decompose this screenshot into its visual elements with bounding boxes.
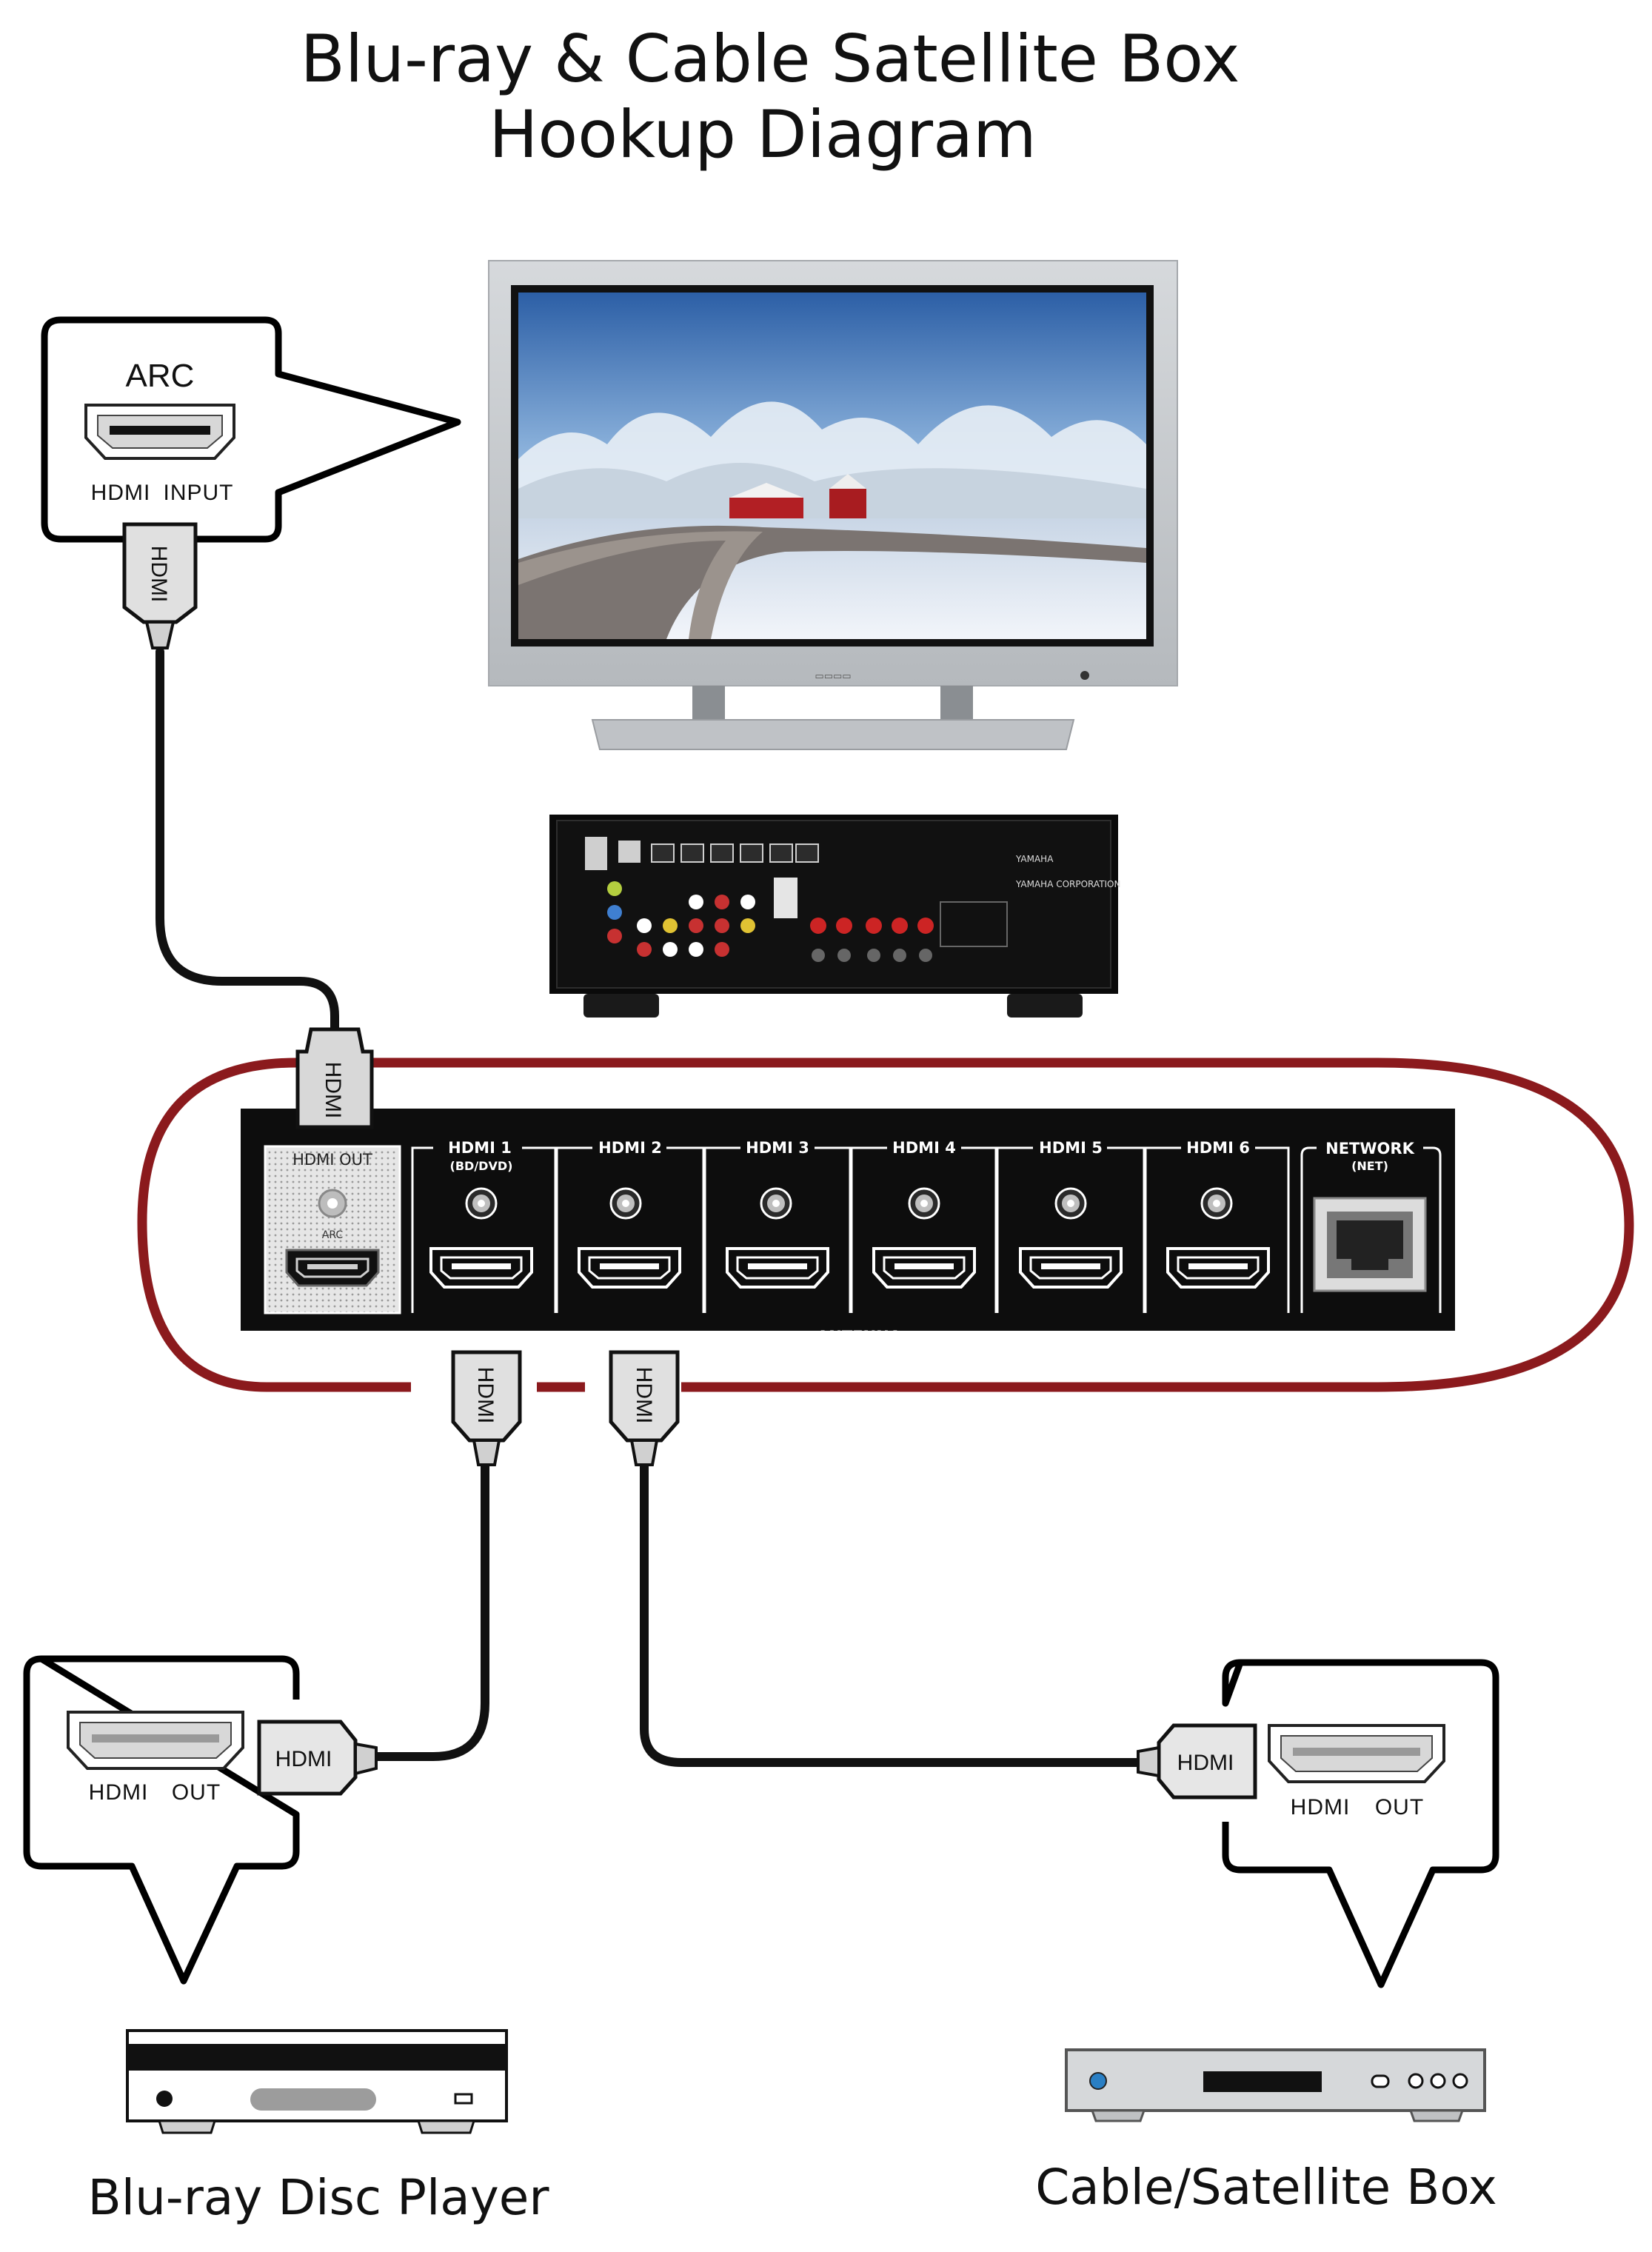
antenna-label: ANTENNA — [817, 1328, 902, 1346]
network-sub-label: (NET) — [1351, 1159, 1388, 1173]
hdmi-plug-satellite-receiver-label: HDMI — [632, 1367, 656, 1424]
hdmi-out-label: HDMI OUT — [292, 1151, 372, 1169]
satellite-callout-bubble — [1222, 1659, 1499, 1988]
satellite-out-label: OUT — [1375, 1795, 1424, 1820]
receiver-corporation: YAMAHA CORPORATION — [1015, 879, 1120, 889]
hdmi-plug-satellite-label: HDMI — [1177, 1751, 1234, 1775]
receiver-rca-jacks — [607, 881, 755, 957]
hdmi-plug-tv: HDMI — [122, 522, 198, 649]
hdmi-input-port-1: HDMI 1 (BD/DVD) — [411, 1139, 557, 1313]
satellite-hdmi-label: HDMI — [1291, 1795, 1351, 1820]
bluray-player — [126, 2029, 508, 2134]
hdmi-port-1-label: HDMI 1 — [448, 1139, 512, 1157]
hdmi-cables — [155, 647, 1151, 1767]
hdmi-input-port-5: HDMI 5 — [996, 1139, 1146, 1313]
bluray-out-label: OUT — [172, 1780, 221, 1805]
title-line-1: Blu-ray & Cable Satellite Box — [301, 21, 1240, 97]
hdmi-plug-tv-label: HDMI — [147, 546, 171, 603]
hdmi-input-port-6: HDMI 6 — [1144, 1139, 1290, 1313]
receiver-brand: YAMAHA — [1015, 854, 1054, 864]
tv-hdmi-port-icon — [84, 404, 235, 460]
hdmi-input-port-4: HDMI 4 — [850, 1139, 997, 1313]
hdmi-plug-receiver-out: HDMI — [295, 1027, 374, 1129]
hdmi-port-2-label: HDMI 2 — [598, 1139, 662, 1157]
receiver-hdmi-row — [651, 843, 819, 863]
cable-receiver-to-bluray — [366, 1462, 489, 1761]
hdmi-port-5-label: HDMI 5 — [1039, 1139, 1103, 1157]
cable-tv-to-receiver — [155, 647, 339, 1038]
bluray-disc-tray — [250, 2088, 376, 2111]
satellite-hdmi-out-callout: HDMI OUT — [1222, 1659, 1499, 1988]
satellite-hdmi-port-icon — [1268, 1724, 1445, 1783]
bluray-callout-bubble — [23, 1655, 300, 1985]
bluray-hdmi-out-callout: HDMI OUT — [23, 1655, 300, 1985]
bluray-caption: Blu-ray Disc Player — [87, 2169, 549, 2226]
hdmi-plug-receiver-in-bluray: HDMI — [451, 1350, 522, 1466]
hdmi-plug-receiver-out-label: HDMI — [321, 1062, 345, 1119]
tv-hdmi-input-callout: ARC HDMI INPUT — [41, 316, 461, 543]
hdmi-plug-satellite: HDMI — [1137, 1723, 1257, 1800]
television: ▭▭▭▭ — [488, 260, 1178, 750]
highlight-ring — [137, 1057, 1634, 1392]
tv-input-label: INPUT — [164, 481, 234, 505]
satellite-caption: Cable/Satellite Box — [1035, 2159, 1497, 2216]
network-label: NETWORK — [1325, 1140, 1414, 1157]
highlight-ring-arc — [137, 1057, 1634, 1392]
cable-receiver-to-satellite — [640, 1462, 1151, 1767]
satellite-display — [1203, 2071, 1322, 2092]
tv-callout-bubble — [41, 316, 461, 543]
hdmi-port-6-label: HDMI 6 — [1186, 1139, 1250, 1157]
bluray-hdmi-label: HDMI — [89, 1780, 149, 1805]
av-receiver-back: YAMAHA YAMAHA CORPORATION — [549, 815, 1120, 1018]
hdmi-plug-bluray-label: HDMI — [275, 1747, 332, 1771]
title-line-2: Hookup Diagram — [489, 96, 1037, 173]
bluray-power-button — [156, 2091, 173, 2107]
hdmi-port-4-label: HDMI 4 — [892, 1139, 956, 1157]
receiver-hdmi-panel: HDMI OUT ARC HDMI 1 (BD/DVD) HDMI 2 — [241, 1109, 1455, 1346]
tv-arc-label: ARC — [126, 358, 195, 394]
speaker-terminals — [810, 918, 934, 962]
tv-screen-image — [518, 293, 1146, 639]
network-port: NETWORK (NET) — [1300, 1140, 1442, 1313]
bluray-hdmi-port-icon — [67, 1711, 244, 1770]
hdmi-plug-bluray: HDMI — [257, 1720, 378, 1796]
hdmi-out-port: HDMI OUT ARC — [264, 1145, 401, 1314]
hdmi-port-1-sub: (BD/DVD) — [450, 1159, 513, 1173]
satellite-power-light — [1089, 2072, 1107, 2090]
hdmi-plug-receiver-in-satellite: HDMI — [609, 1350, 680, 1466]
tv-hdmi-label: HDMI — [91, 481, 151, 505]
hdmi-plug-bluray-receiver-label: HDMI — [473, 1367, 498, 1424]
hdmi-port-3-label: HDMI 3 — [746, 1139, 809, 1157]
hdmi-input-port-3: HDMI 3 — [703, 1139, 852, 1313]
hdmi-input-port-2: HDMI 2 — [555, 1139, 705, 1313]
tv-power-light — [1080, 671, 1089, 680]
hdmi-out-arc-label: ARC — [322, 1229, 344, 1241]
tv-brand-badge: ▭▭▭▭ — [815, 671, 851, 682]
cable-satellite-box — [1065, 2048, 1486, 2122]
